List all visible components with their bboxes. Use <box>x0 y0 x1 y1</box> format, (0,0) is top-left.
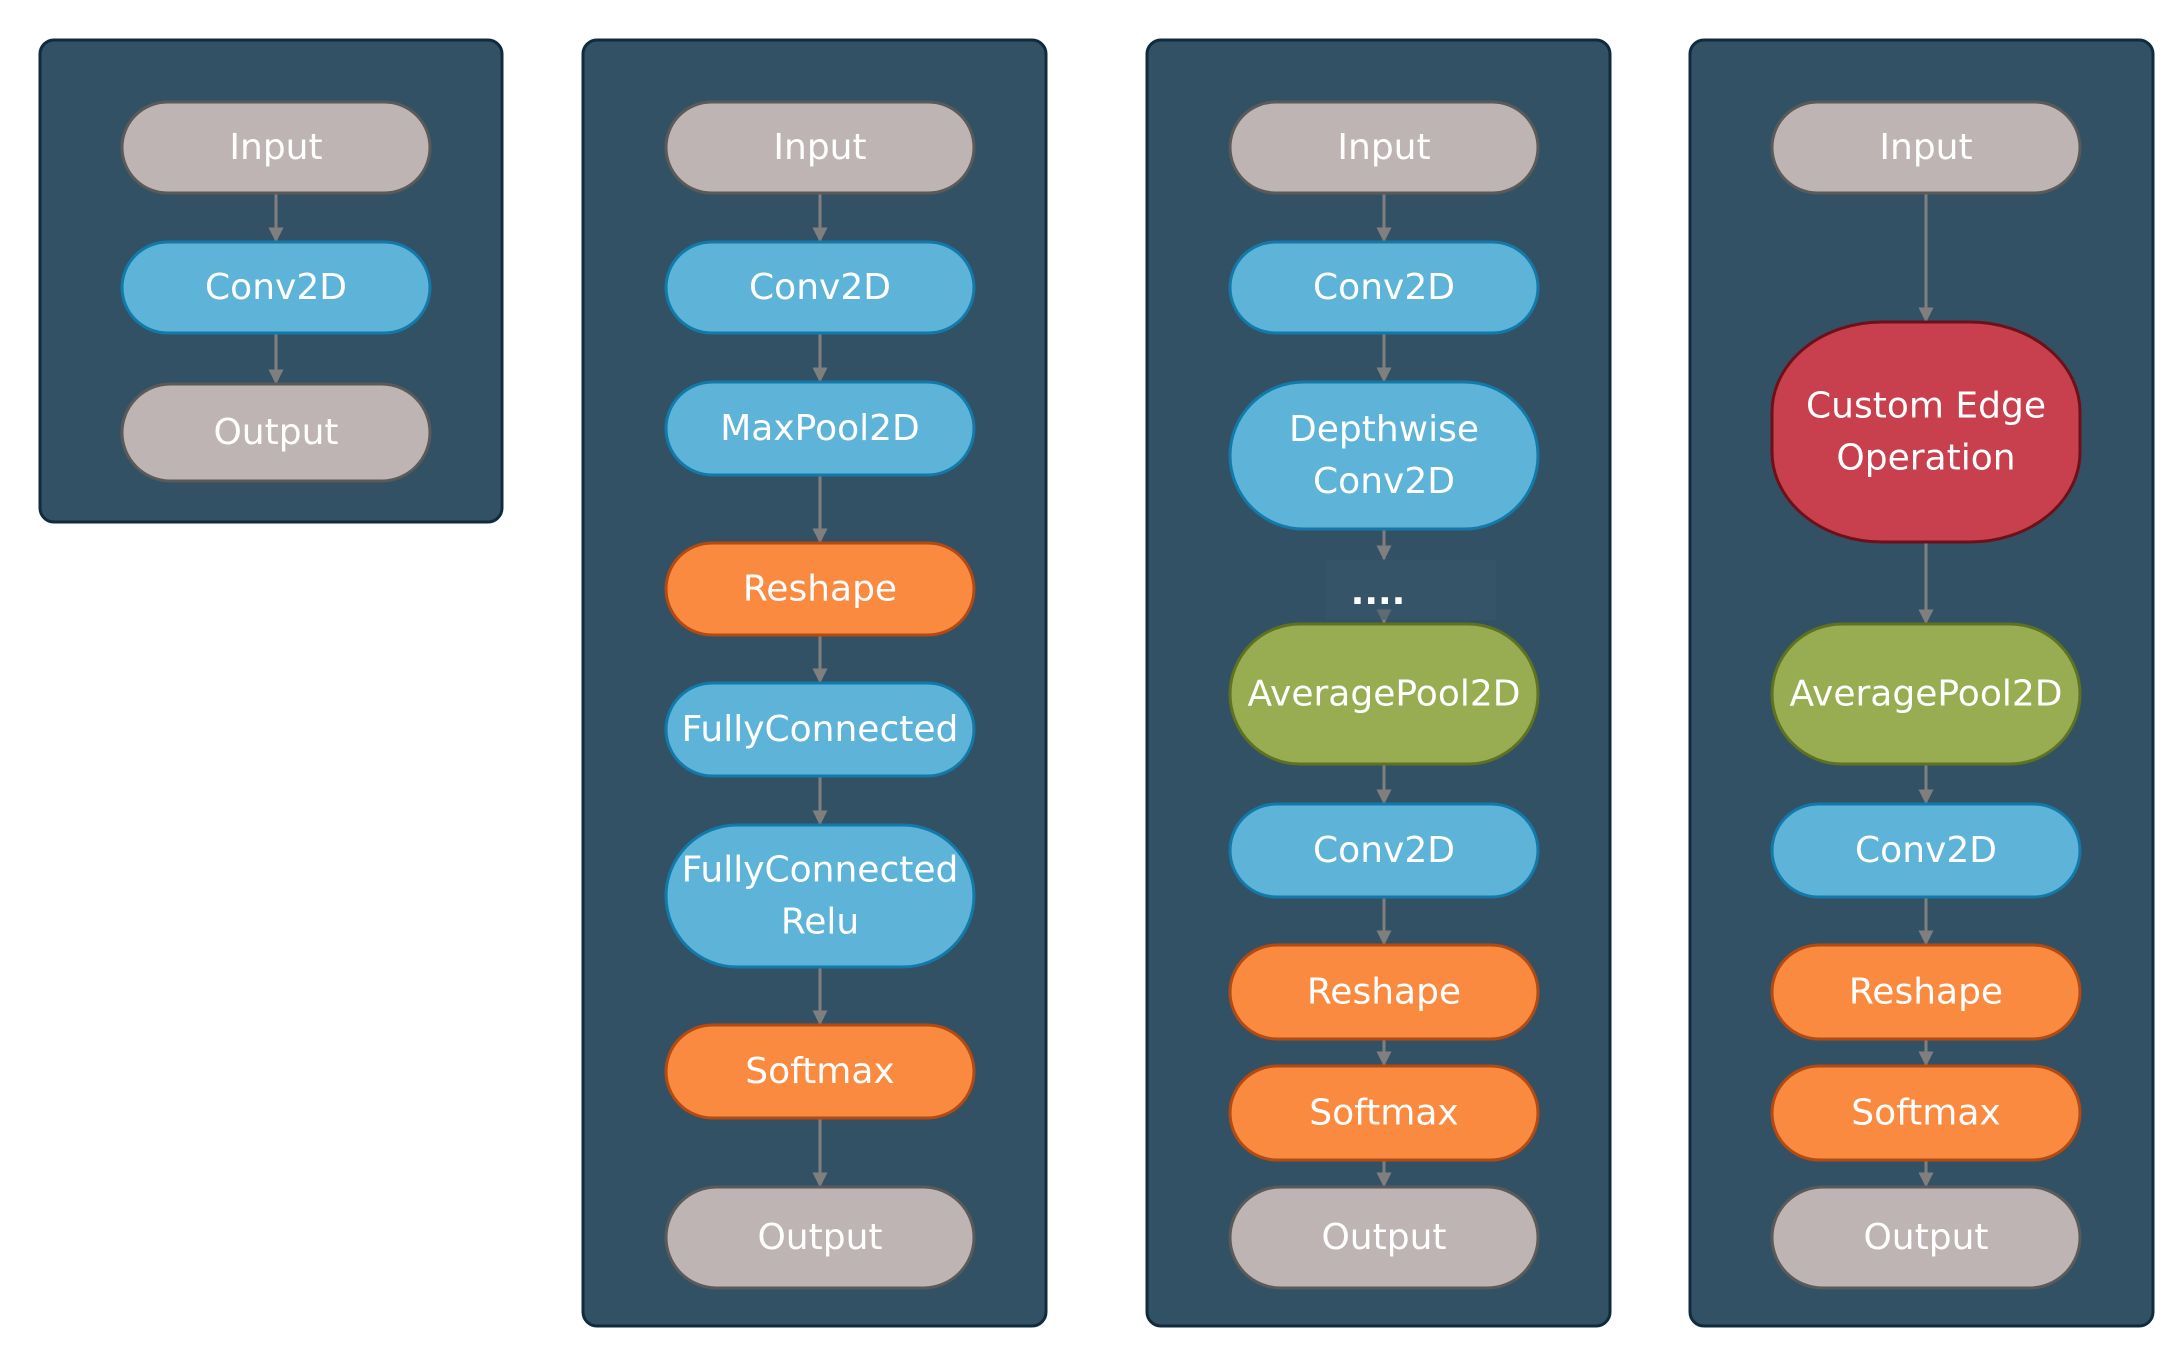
node-shape <box>1228 943 1540 1041</box>
node-label: MaxPool2D <box>720 408 920 449</box>
node-shape <box>1770 1064 2082 1162</box>
node-softmax: Softmax <box>664 1023 976 1120</box>
node-conv2d: Conv2D <box>120 240 432 335</box>
node-shape <box>1228 1185 1540 1290</box>
node-input: Input <box>664 100 976 195</box>
node-label: Conv2D <box>205 267 347 308</box>
node-shape <box>1228 802 1540 899</box>
node-shape <box>664 240 976 335</box>
node-conv2d: Conv2D <box>1770 802 2082 899</box>
node-shape <box>1228 240 1540 335</box>
node-shape <box>1770 802 2082 899</box>
node-reshape: Reshape <box>1770 943 2082 1041</box>
node-shape <box>1770 1185 2082 1290</box>
node-output: Output <box>664 1185 976 1290</box>
node-shape <box>1228 622 1540 766</box>
node-label: Reshape <box>743 569 897 610</box>
diagram-panel-3: InputConv2DDepthwiseConv2D....AveragePoo… <box>1145 38 1612 1328</box>
node-shape <box>664 380 976 477</box>
node-averagepool2d: AveragePool2D <box>1228 622 1540 766</box>
node-reshape: Reshape <box>1228 943 1540 1041</box>
node-output: Output <box>1228 1185 1540 1290</box>
ellipsis-node: .... <box>1326 560 1496 620</box>
node-shape <box>664 681 976 778</box>
node-label: AveragePool2D <box>1248 674 1521 715</box>
node-label: Conv2D <box>1313 830 1455 871</box>
node-input: Input <box>1770 100 2082 195</box>
node-label: Conv2D <box>749 267 891 308</box>
node-label: Reshape <box>1307 972 1461 1013</box>
node-shape <box>1228 1064 1540 1162</box>
node-input: Input <box>120 100 432 195</box>
node-label: FullyConnected <box>682 709 959 750</box>
node-shape <box>664 1185 976 1290</box>
node-shape <box>664 541 976 637</box>
node-label: Input <box>773 127 866 168</box>
node-label: Output <box>1863 1217 1988 1258</box>
node-label: FullyConnected <box>682 850 959 891</box>
node-label: Softmax <box>1309 1093 1458 1134</box>
node-shape <box>1770 100 2082 195</box>
node-shape <box>1770 320 2082 544</box>
node-shape <box>1770 622 2082 766</box>
node-conv2d: Conv2D <box>664 240 976 335</box>
node-fullyconnected: FullyConnected <box>664 681 976 778</box>
node-softmax: Softmax <box>1770 1064 2082 1162</box>
node-label: Input <box>229 127 322 168</box>
node-maxpool2d: MaxPool2D <box>664 380 976 477</box>
node-label: Input <box>1879 127 1972 168</box>
node-softmax: Softmax <box>1228 1064 1540 1162</box>
node-averagepool2d: AveragePool2D <box>1770 622 2082 766</box>
node-shape <box>120 240 432 335</box>
node-label: Input <box>1337 127 1430 168</box>
node-shape <box>120 100 432 195</box>
node-shape <box>664 823 976 969</box>
node-shape <box>1228 380 1540 531</box>
node-input: Input <box>1228 100 1540 195</box>
node-shape <box>1770 943 2082 1041</box>
node-label: Conv2D <box>1855 830 1997 871</box>
node-shape <box>1228 100 1540 195</box>
node-label: Custom Edge <box>1806 386 2046 427</box>
node-label: Softmax <box>1851 1093 2000 1134</box>
node-conv2d: Conv2D <box>1228 240 1540 335</box>
node-shape <box>664 100 976 195</box>
node-label: Conv2D <box>1313 267 1455 308</box>
node-conv2d: Conv2D <box>1228 802 1540 899</box>
node-label: Conv2D <box>1313 461 1455 502</box>
ellipsis-label: .... <box>1351 572 1406 613</box>
node-label: Depthwise <box>1289 409 1479 450</box>
node-shape <box>664 1023 976 1120</box>
node-shape <box>120 382 432 483</box>
node-label: Reshape <box>1849 972 2003 1013</box>
node-label: Output <box>1321 1217 1446 1258</box>
node-label: AveragePool2D <box>1790 674 2063 715</box>
node-reshape: Reshape <box>664 541 976 637</box>
node-label: Operation <box>1836 438 2015 479</box>
node-label: Output <box>213 412 338 453</box>
node-label: Softmax <box>745 1051 894 1092</box>
node-label: Output <box>757 1217 882 1258</box>
node-label: Relu <box>781 902 859 943</box>
node-output: Output <box>120 382 432 483</box>
ellipsis-background <box>1326 560 1496 620</box>
node-output: Output <box>1770 1185 2082 1290</box>
